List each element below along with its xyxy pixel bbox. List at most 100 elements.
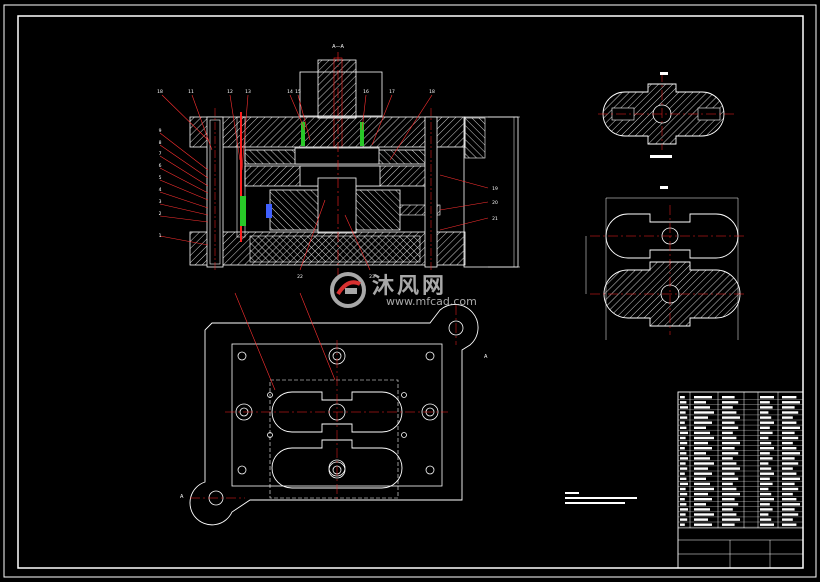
title-block-cell — [722, 467, 740, 470]
title-block-cell — [782, 457, 795, 460]
balloon-label: 20 — [492, 200, 498, 206]
title-block-cell — [722, 431, 733, 435]
title-block-cell — [760, 492, 772, 496]
title-block-cell — [722, 396, 735, 399]
title-block-cell — [680, 421, 685, 424]
title-block-cell — [760, 508, 773, 511]
title-block-cell — [782, 518, 793, 521]
title-block-cell — [760, 472, 774, 475]
title-block-cell — [722, 518, 740, 521]
title-block-cell — [760, 462, 769, 465]
title-block-cell — [722, 462, 737, 465]
title-block-cell — [782, 452, 800, 455]
title-block-cell — [782, 462, 799, 465]
balloon-label: 3 — [159, 199, 162, 205]
title-block-cell — [680, 462, 686, 465]
title-block-cell — [760, 436, 769, 440]
title-block-cell — [722, 472, 735, 475]
balloon-label: 23 — [369, 274, 375, 280]
title-block-cell — [680, 482, 688, 486]
title-block-cell — [782, 436, 799, 440]
title-block-cell — [782, 406, 795, 409]
title-block-cell — [722, 457, 733, 460]
balloon-label: 8 — [159, 140, 162, 146]
title-block-cell — [694, 513, 714, 516]
title-block-cell — [782, 467, 793, 470]
title-block-cell — [694, 406, 710, 409]
inner-border — [17, 15, 804, 569]
title-block-cell — [722, 477, 739, 480]
title-block-cell — [722, 416, 740, 419]
title-block-cell — [782, 441, 793, 445]
balloon-label: 2 — [159, 211, 162, 217]
title-block-cell — [722, 452, 739, 455]
part-view-top — [598, 72, 735, 158]
title-block-cell — [760, 401, 770, 404]
title-block-cell — [782, 401, 800, 404]
title-block-cell — [760, 421, 774, 424]
title-block-cell — [722, 503, 739, 506]
title-block-cell — [694, 492, 708, 496]
section-arrow-label: A — [180, 494, 184, 500]
title-block-cell — [760, 487, 769, 491]
section-view-title: A—A — [332, 44, 344, 50]
title-block-cell — [694, 518, 708, 521]
title-block-cell — [760, 523, 774, 526]
title-block-cell — [694, 452, 706, 455]
title-block-cell — [680, 472, 685, 475]
title-block-cell — [760, 396, 774, 399]
title-block-cell — [722, 482, 733, 486]
title-block-cell — [782, 431, 795, 435]
blank-lower — [271, 439, 403, 489]
title-block-cell — [694, 508, 710, 511]
title-block-cell — [782, 421, 797, 424]
title-block-cell — [722, 498, 735, 501]
title-block-cell — [680, 467, 688, 470]
title-block-cell — [694, 416, 708, 419]
title-block-cell — [694, 426, 706, 429]
title-block-cell — [694, 498, 712, 501]
title-block-cell — [680, 523, 685, 526]
title-block-cell — [782, 513, 799, 516]
balloon-label: 6 — [159, 163, 162, 169]
title-block-cell — [782, 411, 799, 414]
title-block — [677, 391, 804, 569]
title-block-cell — [722, 492, 740, 496]
title-block-cell — [680, 426, 687, 429]
title-block-cell — [760, 441, 772, 445]
title-block-cell — [760, 477, 770, 480]
title-block-cell — [694, 401, 706, 404]
title-block-cell — [680, 503, 687, 506]
title-block-cell — [694, 447, 712, 450]
title-block-cell — [722, 426, 739, 429]
title-block-cell — [694, 457, 710, 460]
balloon-label: 4 — [159, 187, 162, 193]
title-block-cell — [694, 436, 714, 440]
title-block-cell — [694, 467, 708, 470]
title-block-cell — [680, 487, 686, 491]
shank — [317, 59, 357, 119]
section-view: A—A — [157, 44, 520, 280]
title-block-cell — [760, 518, 772, 521]
title-block-cell — [782, 472, 797, 475]
title-block-cell — [760, 498, 774, 501]
title-block-cell — [694, 487, 714, 491]
title-block-cell — [760, 426, 770, 429]
part-view-middle — [585, 186, 745, 340]
outer-border — [3, 4, 817, 578]
title-block-cell — [782, 416, 793, 419]
title-block-cell — [782, 477, 800, 480]
title-block-cell — [782, 426, 800, 429]
title-block-cell — [760, 457, 773, 460]
title-block-cell — [694, 482, 710, 486]
title-block-cell — [680, 452, 687, 455]
title-block-cell — [760, 406, 773, 409]
watermark-url: www.mfcad.com — [386, 295, 477, 308]
balloon-label: 17 — [389, 89, 395, 95]
plan-view: A A — [180, 292, 488, 526]
balloon-label: 7 — [159, 151, 162, 157]
balloon-label: 16 — [363, 89, 369, 95]
title-block-cell — [722, 406, 733, 409]
balloon-label: 18 — [429, 89, 435, 95]
